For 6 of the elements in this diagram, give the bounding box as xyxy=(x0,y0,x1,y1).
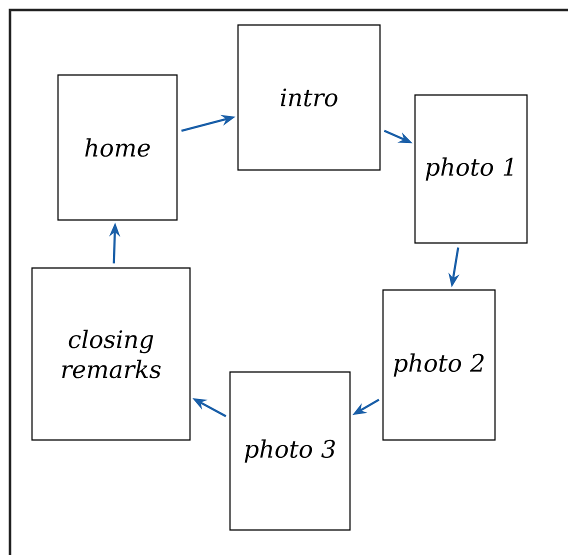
page-box: photo 1 xyxy=(414,94,528,244)
page-box: intro xyxy=(237,24,381,171)
page-box: closing remarks xyxy=(31,267,191,441)
page-box: photo 2 xyxy=(382,289,496,441)
page-box: photo 3 xyxy=(229,371,351,531)
page-box: home xyxy=(57,74,178,221)
